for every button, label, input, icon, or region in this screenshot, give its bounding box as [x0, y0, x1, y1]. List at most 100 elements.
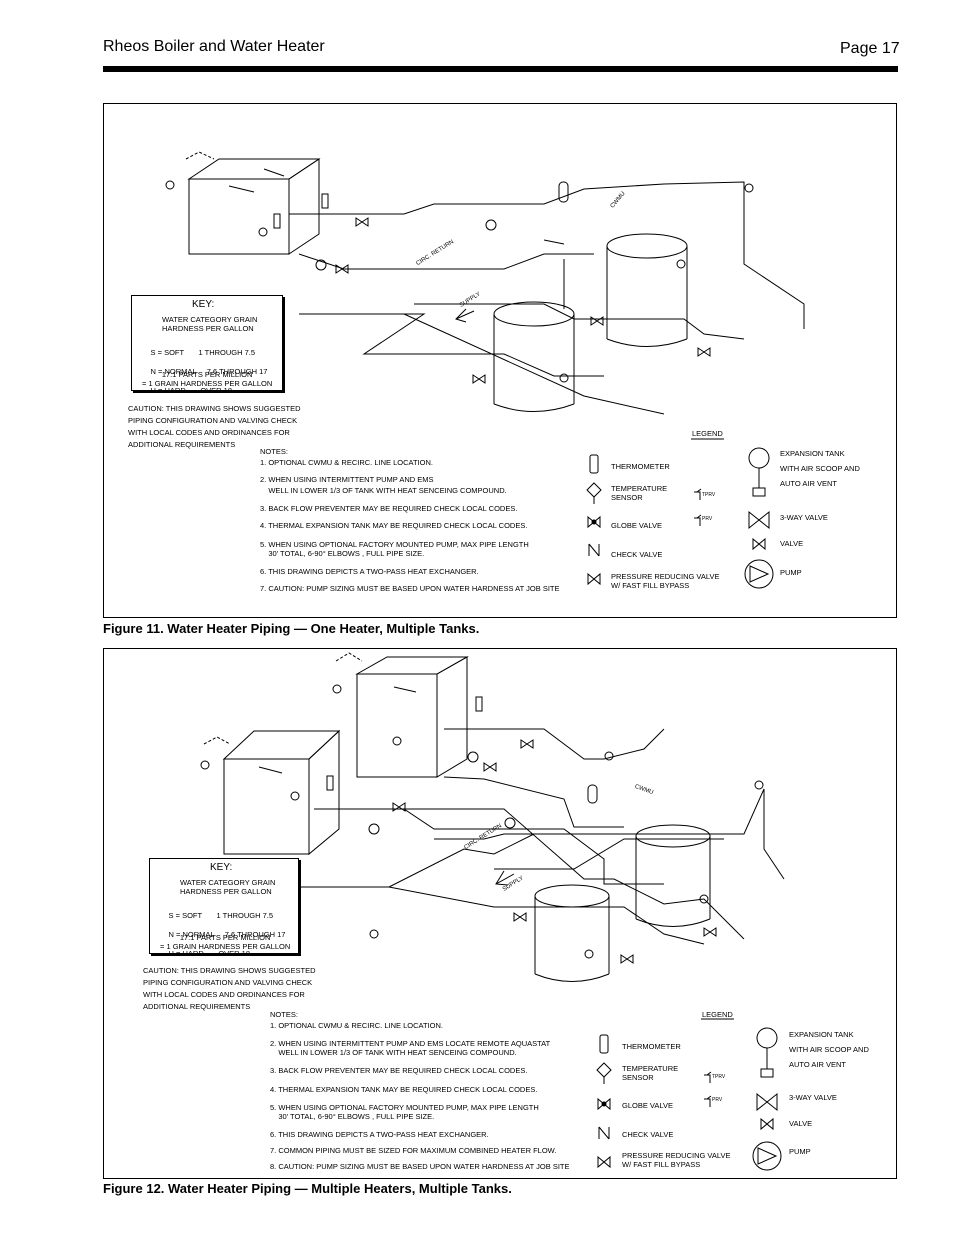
caution-line: CAUTION: THIS DRAWING SHOWS SUGGESTED [143, 966, 316, 975]
legend-thermometer: THERMOMETER [611, 462, 670, 471]
legend-3way: 3-WAY VALVE [789, 1093, 837, 1102]
globe-valve-icon [597, 1097, 611, 1111]
prv-small-icon [704, 1095, 712, 1107]
legend-tprv: TPRV [702, 492, 716, 498]
key-ppm-line1: 17.1 PARTS PER MILLION [179, 933, 271, 942]
legend-temp-sensor-l2: SENSOR [622, 1073, 654, 1082]
legend-tprv: TPRV [712, 1074, 726, 1080]
legend-globe-valve: GLOBE VALVE [622, 1101, 673, 1110]
key-row-soft: S = SOFT 1 THROUGH 7.5 [150, 348, 256, 358]
caution-line: WITH LOCAL CODES AND ORDINANCES FOR [128, 428, 290, 437]
key-heading-line2: HARDNESS PER GALLON [162, 324, 254, 334]
legend-3way: 3-WAY VALVE [780, 513, 828, 522]
key-row-hard: H = HARD OVER 18 [168, 948, 250, 958]
caution-line: PIPING CONFIGURATION AND VALVING CHECK [128, 416, 298, 425]
key-heading-line1: WATER CATEGORY GRAIN [162, 315, 258, 324]
hardness-key: KEY: WATER CATEGORY GRAIN HARDNESS PER G… [149, 858, 299, 958]
legend-pump: PUMP [789, 1147, 811, 1156]
legend-exp-l3: AUTO AIR VENT [780, 479, 837, 488]
legend-prv-l1: PRESSURE REDUCING VALVE [611, 572, 720, 581]
legend-expansion: EXPANSION TANK WITH AIR SCOOP AND AUTO A… [789, 1027, 869, 1072]
prv-icon [597, 1155, 611, 1169]
caution-line: ADDITIONAL REQUIREMENTS [143, 1002, 251, 1011]
key-row-normal: N = NORMAL 7.6 THROUGH 17 [168, 930, 286, 940]
three-way-valve-icon [756, 1092, 778, 1112]
figure-11-panel: CIRC. RETURN SUPPLY CWMU KEY: WATER CATE… [103, 103, 897, 618]
legend-temp-sensor: TEMPERATURE SENSOR [622, 1064, 678, 1082]
page-number: Page 17 [840, 40, 900, 57]
prv-icon [587, 572, 601, 586]
key-heading: WATER CATEGORY GRAIN HARDNESS PER GALLON [180, 878, 275, 897]
legend-symbols [586, 438, 774, 589]
key-row-soft: S = SOFT 1 THROUGH 7.5 [168, 911, 274, 921]
legend-temp-sensor: TEMPERATURE SENSOR [611, 484, 667, 502]
key-title: KEY: [210, 862, 233, 873]
tprv-icon [694, 488, 702, 500]
note-2-cont: WELL IN LOWER 1/3 OF TANK WITH HEAT SENC… [270, 1048, 517, 1057]
note-7: 7. CAUTION: PUMP SIZING MUST BE BASED UP… [260, 584, 560, 593]
heater-unit-upper [332, 652, 483, 778]
note-4: 4. THERMAL EXPANSION TANK MAY BE REQUIRE… [270, 1085, 538, 1094]
legend-prv-small: PRV [702, 516, 713, 522]
header-rule [103, 66, 898, 72]
legend-globe-valve: GLOBE VALVE [611, 521, 662, 530]
note-5: 5. WHEN USING OPTIONAL FACTORY MOUNTED P… [270, 1103, 539, 1112]
legend-valve: VALVE [789, 1119, 813, 1128]
note-5: 5. WHEN USING OPTIONAL FACTORY MOUNTED P… [260, 540, 529, 549]
note-3: 3. BACK FLOW PREVENTER MAY BE REQUIRED C… [260, 504, 518, 513]
temperature-sensor-icon [596, 1062, 612, 1078]
piping-network [244, 728, 785, 982]
note-2: 2. WHEN USING INTERMITTENT PUMP AND EMS … [270, 1039, 551, 1048]
check-valve-icon [598, 1126, 610, 1140]
note-5-cont: 30' TOTAL, 6-90° ELBOWS , FULL PIPE SIZE… [270, 1112, 435, 1121]
figure-12-drawing [200, 652, 785, 982]
valve-icon [752, 537, 766, 551]
key-rows: S = SOFT 1 THROUGH 7.5 N = NORMAL 7.6 TH… [156, 902, 286, 968]
legend-thermometer: THERMOMETER [622, 1042, 681, 1051]
legend-exp-l1: EXPANSION TANK [789, 1030, 854, 1039]
thermometer-icon [599, 1034, 609, 1054]
notes-title: NOTES: [270, 1010, 298, 1019]
legend-exp-l1: EXPANSION TANK [780, 449, 845, 458]
thermometer-icon [589, 454, 599, 474]
caution-line: ADDITIONAL REQUIREMENTS [128, 440, 236, 449]
pump-icon [752, 1141, 782, 1171]
note-5-cont: 30' TOTAL, 6-90° ELBOWS , FULL PIPE SIZE… [260, 549, 425, 558]
check-valve-icon [588, 543, 600, 557]
key-rows: S = SOFT 1 THROUGH 7.5 N = NORMAL 7.6 TH… [138, 339, 268, 405]
legend-temp-sensor-l1: TEMPERATURE [622, 1064, 679, 1073]
piping-network [289, 181, 805, 415]
caution-line: CAUTION: THIS DRAWING SHOWS SUGGESTED [128, 404, 301, 413]
figure-12-caption: Figure 12. Water Heater Piping — Multipl… [103, 1181, 512, 1196]
legend-temp-sensor-l2: SENSOR [611, 493, 643, 502]
legend-exp-l2: WITH AIR SCOOP AND [780, 464, 860, 473]
legend-prv-l2: W/ FAST FILL BYPASS [611, 581, 690, 590]
note-8: 8. CAUTION: PUMP SIZING MUST BE BASED UP… [270, 1162, 570, 1171]
note-4: 4. THERMAL EXPANSION TANK MAY BE REQUIRE… [260, 521, 528, 530]
legend-title: LEGEND [692, 429, 723, 438]
key-row-hard: H = HARD OVER 18 [150, 385, 232, 395]
legend-symbols [596, 1018, 782, 1171]
legend-prv: PRESSURE REDUCING VALVE W/ FAST FILL BYP… [611, 572, 720, 590]
key-ppm: 17.1 PARTS PER MILLION = 1 GRAIN HARDNES… [142, 370, 272, 389]
legend-exp-l3: AUTO AIR VENT [789, 1060, 846, 1069]
figure-11-caption: Figure 11. Water Heater Piping — One Hea… [103, 621, 480, 636]
legend-exp-l2: WITH AIR SCOOP AND [789, 1045, 869, 1054]
note-1: 1. OPTIONAL CWMU & RECIRC. LINE LOCATION… [260, 458, 433, 467]
note-3: 3. BACK FLOW PREVENTER MAY BE REQUIRED C… [270, 1066, 528, 1075]
note-1: 1. OPTIONAL CWMU & RECIRC. LINE LOCATION… [270, 1021, 443, 1030]
temperature-sensor-icon [586, 482, 602, 498]
prv-small-icon [694, 514, 702, 526]
caution-text: CAUTION: THIS DRAWING SHOWS SUGGESTED PI… [143, 965, 316, 1013]
figure-12-panel: CIRC. RETURN SUPPLY CWMU KEY: WATER CATE… [103, 648, 897, 1179]
notes-title: NOTES: [260, 447, 288, 456]
note-2: 2. WHEN USING INTERMITTENT PUMP AND EMS [260, 475, 434, 484]
note-7: 7. COMMON PIPING MUST BE SIZED FOR MAXIM… [270, 1146, 557, 1155]
key-row-normal: N = NORMAL 7.6 THROUGH 17 [150, 367, 268, 377]
key-heading-line1: WATER CATEGORY GRAIN [180, 878, 276, 887]
key-ppm-line2: = 1 GRAIN HARDNESS PER GALLON [142, 379, 273, 389]
caution-line: PIPING CONFIGURATION AND VALVING CHECK [143, 978, 313, 987]
legend-check-valve: CHECK VALVE [611, 550, 663, 559]
legend-temp-sensor-l1: TEMPERATURE [611, 484, 668, 493]
key-heading: WATER CATEGORY GRAIN HARDNESS PER GALLON [162, 315, 257, 334]
